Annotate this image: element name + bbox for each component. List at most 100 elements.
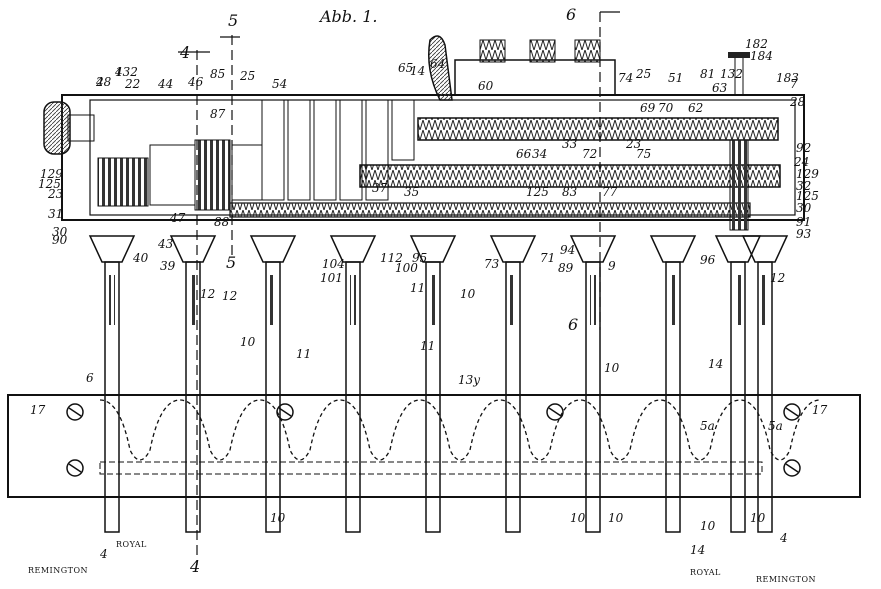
callout-number: 28 <box>789 95 806 109</box>
callout-number: 28 <box>95 75 112 89</box>
callout-number: 17 <box>812 403 828 417</box>
callout-number: 66 <box>516 147 532 161</box>
plunger-key <box>714 235 762 533</box>
figure-title: Abb. 1. <box>318 7 377 26</box>
lower-bar <box>7 394 861 498</box>
callout-number: 112 <box>380 251 403 265</box>
callout-number: 51 <box>668 71 683 85</box>
callout-number: 104 <box>322 257 345 271</box>
callout-number: 125 <box>796 189 819 203</box>
callout-number: 14 <box>708 357 723 371</box>
callout-number: 12 <box>222 289 237 303</box>
callout-number: 31 <box>48 207 63 221</box>
callout-number: 12 <box>770 271 785 285</box>
callout-number: 95 <box>412 251 427 265</box>
bar-screws <box>66 403 801 477</box>
callout-number: 87 <box>210 107 226 121</box>
callout-number: 77 <box>602 185 618 199</box>
callout-number: 22 <box>124 77 140 91</box>
callout-number: 30 <box>52 225 68 239</box>
callout-number: 33 <box>562 137 578 151</box>
callout-number: 10 <box>604 361 620 375</box>
plunger-key <box>489 235 537 533</box>
callout-number: 10 <box>608 511 624 525</box>
callout-number: 25 <box>635 67 651 81</box>
callout-number: 11 <box>296 347 311 361</box>
callout-number: 6 <box>86 371 94 385</box>
callout-number: 4 <box>99 547 108 561</box>
callout-number: 90 <box>52 233 68 247</box>
callout-number: 74 <box>618 71 633 85</box>
callout-number: 14 <box>410 64 425 78</box>
screw <box>546 403 564 421</box>
plunger-key <box>741 235 789 533</box>
callout-number: 65 <box>398 61 413 75</box>
footer-royal-right: ROYAL <box>690 568 721 577</box>
callout-number: 24 <box>793 155 809 169</box>
section-mark: 6 <box>568 315 578 334</box>
callout-number: 12 <box>200 287 215 301</box>
digit-wheels <box>261 99 415 201</box>
plunger-key <box>169 235 217 533</box>
callout-number: 5a <box>768 419 783 433</box>
callout-number: 92 <box>796 141 811 155</box>
right-rack-column <box>729 139 749 231</box>
callout-number: 10 <box>570 511 586 525</box>
callout-number: 39 <box>160 259 176 273</box>
screw <box>66 403 84 421</box>
middle-spring-shaft <box>359 164 781 188</box>
section-lines <box>178 11 620 565</box>
callout-number: 72 <box>582 147 597 161</box>
callout-number: 11 <box>410 281 425 295</box>
top-actuator <box>428 35 616 101</box>
callout-number: 101 <box>320 271 343 285</box>
callout-number: 40 <box>132 251 149 265</box>
callout-number: 81 <box>700 67 715 81</box>
callout-number: 71 <box>540 251 555 265</box>
plunger-key-row <box>88 235 789 533</box>
callout-number: 35 <box>404 185 419 199</box>
section-mark: 4 <box>189 557 200 576</box>
plunger-key <box>329 235 377 533</box>
callout-number: 73 <box>484 257 500 271</box>
callout-number: 4 <box>114 65 123 79</box>
callout-number: 25 <box>239 69 255 83</box>
callout-number: 9 <box>608 259 616 273</box>
callout-number: 44 <box>157 77 173 91</box>
footer-royal-left: ROYAL <box>116 540 147 549</box>
callout-number: 7 <box>790 77 798 91</box>
plunger-key <box>88 235 136 533</box>
screw <box>783 403 801 421</box>
footer-remington-left: REMINGTON <box>28 566 88 575</box>
housing <box>61 94 805 221</box>
callout-number: 23 <box>625 137 642 151</box>
callout-number: 88 <box>214 215 230 229</box>
callout-number: 47 <box>169 211 186 225</box>
callout-number: 46 <box>187 75 204 89</box>
callout-number: 4 <box>95 75 104 89</box>
lower-spring-shaft <box>229 202 751 218</box>
callout-number: 10 <box>240 335 256 349</box>
callout-number: 62 <box>688 101 703 115</box>
callout-number: 83 <box>562 185 578 199</box>
gear-stack-left <box>97 139 263 211</box>
callout-number: 89 <box>558 261 574 275</box>
callout-number: 5a <box>700 419 715 433</box>
callout-number: 4 <box>779 531 788 545</box>
callout-number: 182 <box>745 37 768 51</box>
callout-number: 10 <box>270 511 286 525</box>
section-mark: 6 <box>566 5 576 24</box>
callout-number: 43 <box>157 237 174 251</box>
callout-number: 125 <box>38 177 61 191</box>
screw <box>276 403 294 421</box>
callout-number: 30 <box>796 201 812 215</box>
callout-number: 93 <box>796 227 812 241</box>
left-knob <box>43 101 95 155</box>
plunger-key <box>409 235 457 533</box>
callout-number: 11 <box>420 339 435 353</box>
top-right-screw <box>728 52 750 96</box>
callout-number: 125 <box>526 185 549 199</box>
callout-number: 10 <box>700 519 716 533</box>
